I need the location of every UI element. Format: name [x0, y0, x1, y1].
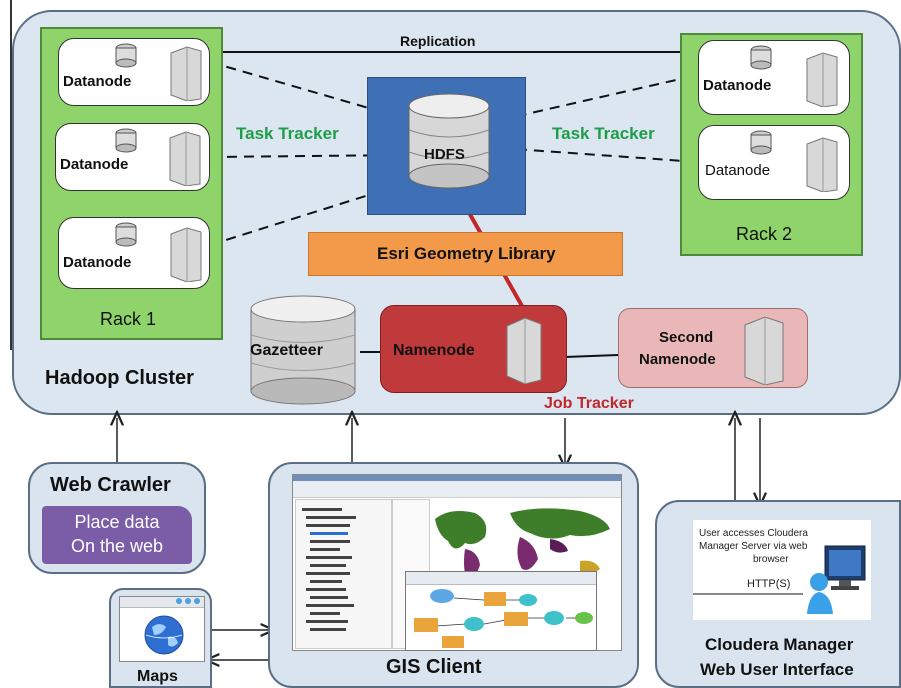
second-namenode-node: Second Namenode — [618, 308, 808, 388]
model-builder-window — [405, 571, 597, 651]
task-tracker-right-label: Task Tracker — [552, 124, 655, 143]
rack2-node2-hdfs-link — [499, 147, 699, 163]
rack2-datanode-2: Datanode — [698, 125, 850, 200]
datanode-label: Datanode — [703, 77, 772, 94]
browser-dot-icon — [185, 598, 191, 604]
web-crawler-title: Web Crawler — [50, 474, 171, 496]
namenode-node: Namenode — [380, 305, 567, 393]
cloudera-caption-line3: browser — [753, 554, 789, 565]
rack-1-label: Rack 1 — [100, 309, 157, 329]
toc-tree-lines — [302, 508, 356, 631]
cloudera-title-line2: Web User Interface — [700, 660, 854, 679]
cloudera-illustration: User accesses Cloudera Manager Server vi… — [693, 520, 871, 620]
cloudera-caption-line2: Manager Server via web — [699, 541, 808, 552]
gis-table-of-contents — [295, 499, 392, 649]
maps-panel: Maps — [109, 588, 212, 688]
cluster-edge-mask — [0, 0, 12, 350]
esri-label: Esri Geometry Library — [377, 244, 556, 263]
database-icon — [115, 222, 137, 247]
rack1-datanode-1: Datanode — [58, 38, 210, 106]
hdfs-label: HDFS — [424, 146, 465, 163]
gis-app-screenshot — [292, 474, 622, 651]
database-icon — [115, 128, 137, 153]
cloudera-protocol: HTTP(S) — [747, 578, 791, 590]
cloudera-title-line1: Cloudera Manager — [705, 635, 854, 654]
gis-app-toolbar — [293, 481, 621, 498]
hadoop-cluster-title: Hadoop Cluster — [45, 367, 194, 389]
datanode-label: Datanode — [63, 254, 132, 271]
http-link-line — [693, 593, 803, 595]
user-computer-icon — [807, 545, 866, 614]
second-namenode-line1: Second — [659, 329, 714, 346]
gazetteer-database-icon — [250, 295, 356, 405]
gis-client-title: GIS Client — [386, 656, 482, 678]
gis-client-panel: GIS Client — [268, 462, 639, 688]
server-icon — [806, 137, 838, 192]
task-tracker-left-label: Task Tracker — [236, 124, 339, 143]
server-icon — [744, 316, 784, 385]
rack2-node1-hdfs-link — [499, 74, 699, 121]
replication-label: Replication — [400, 33, 476, 49]
database-icon — [750, 130, 772, 155]
server-icon — [170, 46, 202, 101]
server-icon — [169, 131, 201, 186]
browser-dot-icon — [176, 598, 182, 604]
maps-label: Maps — [137, 668, 178, 685]
datanode-label: Datanode — [63, 73, 132, 90]
database-icon — [115, 43, 137, 68]
maps-browser-window — [119, 596, 205, 662]
place-data-line2: On the web — [70, 536, 164, 556]
model-builder-flow — [414, 589, 593, 648]
gazetteer-label: Gazetteer — [250, 342, 323, 359]
browser-dot-icon — [194, 598, 200, 604]
datanode-label: Datanode — [60, 156, 129, 173]
maps-browser-titlebar — [120, 597, 204, 608]
cloudera-caption-line1: User accesses Cloudera — [699, 528, 808, 539]
server-icon — [806, 52, 838, 107]
server-icon — [170, 227, 202, 282]
esri-geometry-library — [308, 232, 623, 276]
globe-icon — [144, 615, 184, 655]
second-namenode-line2: Namenode — [639, 351, 716, 368]
model-builder-toolbar — [406, 572, 596, 585]
cluster-left-edge — [10, 0, 12, 350]
rack-2-label: Rack 2 — [736, 224, 793, 244]
server-icon — [506, 317, 542, 384]
job-tracker-label: Job Tracker — [544, 395, 634, 412]
rack1-datanode-3: Datanode — [58, 217, 210, 289]
rack2-datanode-1: Datanode — [698, 40, 850, 115]
namenode-label: Namenode — [393, 342, 475, 359]
web-crawler-panel: Web Crawler Place data On the web — [28, 462, 206, 574]
database-icon — [408, 93, 490, 189]
gis-app-titlebar — [293, 475, 621, 481]
place-data-note: Place data On the web — [42, 506, 192, 564]
rack1-datanode-2: Datanode — [55, 123, 210, 191]
namenode-second-link — [564, 354, 619, 358]
database-icon — [750, 45, 772, 70]
cloudera-panel: User accesses Cloudera Manager Server vi… — [655, 500, 901, 688]
place-data-line1: Place data — [74, 512, 160, 532]
datanode-label: Datanode — [705, 162, 771, 179]
